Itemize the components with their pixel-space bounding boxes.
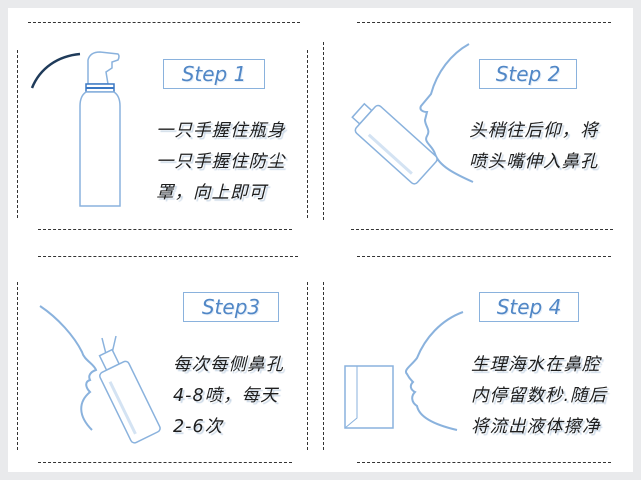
- step-3-line-1: 每次每侧鼻孔: [173, 355, 284, 375]
- step-2-panel: Step 2 头稍往后仰，将 喷头嘴伸入鼻孔: [321, 8, 633, 240]
- dashed-border: [323, 42, 324, 220]
- step-1-label: Step 1: [163, 59, 265, 89]
- step-1-description: 一只手握住瓶身 一只手握住防尘 罩，向上即可: [156, 116, 286, 209]
- dashed-border: [17, 282, 18, 450]
- dashed-border: [38, 229, 292, 230]
- tissue-icon: [344, 365, 394, 429]
- step-2-line-2: 喷头嘴伸入鼻孔: [469, 152, 599, 172]
- dashed-border: [38, 462, 292, 463]
- step-1-line-2: 一只手握住防尘: [156, 152, 286, 172]
- step-4-line-2: 内停留数秒.随后: [471, 386, 608, 406]
- step-4-label: Step 4: [479, 292, 579, 322]
- face-profile-icon: [405, 311, 464, 431]
- dashed-border: [323, 282, 324, 450]
- step-2-line-1: 头稍往后仰，将: [469, 121, 599, 141]
- step-4-panel: Step 4 生理海水在鼻腔 内停留数秒.随后 将流出液体擦净: [321, 240, 633, 472]
- step-3-line-3: 2-6次: [173, 417, 224, 437]
- dashed-border: [307, 282, 308, 450]
- step-2-label: Step 2: [479, 59, 577, 89]
- dashed-border: [28, 22, 300, 23]
- step-4-line-1: 生理海水在鼻腔: [471, 355, 601, 375]
- dashed-border: [351, 229, 613, 230]
- dashed-border: [307, 50, 308, 218]
- step-2-description: 头稍往后仰，将 喷头嘴伸入鼻孔: [469, 116, 599, 178]
- dashed-border: [357, 22, 611, 23]
- step-4-description: 生理海水在鼻腔 内停留数秒.随后 将流出液体擦净: [471, 350, 607, 443]
- spray-bottle-icon: [30, 51, 121, 207]
- step-4-line-3: 将流出液体擦净: [471, 417, 601, 437]
- step-3-panel: Step3 每次每侧鼻孔 4-8喷，每天 2-6次: [8, 240, 320, 472]
- spray-bottle-icon: [351, 102, 438, 185]
- dashed-border: [38, 256, 298, 257]
- step-1-line-3: 罩，向上即可: [156, 183, 267, 203]
- dashed-border: [357, 256, 611, 257]
- spray-bottle-icon: [98, 348, 161, 444]
- instruction-sheet: Step 1 一只手握住瓶身 一只手握住防尘 罩，向上即可 Step 2 头稍往…: [8, 8, 633, 472]
- dashed-border: [17, 50, 18, 218]
- step-3-label: Step3: [183, 292, 279, 322]
- dashed-border: [357, 462, 611, 463]
- step-3-line-2: 4-8喷，每天: [173, 386, 279, 406]
- step-1-line-1: 一只手握住瓶身: [156, 121, 286, 141]
- step-3-description: 每次每侧鼻孔 4-8喷，每天 2-6次: [173, 350, 284, 443]
- step-1-panel: Step 1 一只手握住瓶身 一只手握住防尘 罩，向上即可: [8, 8, 320, 240]
